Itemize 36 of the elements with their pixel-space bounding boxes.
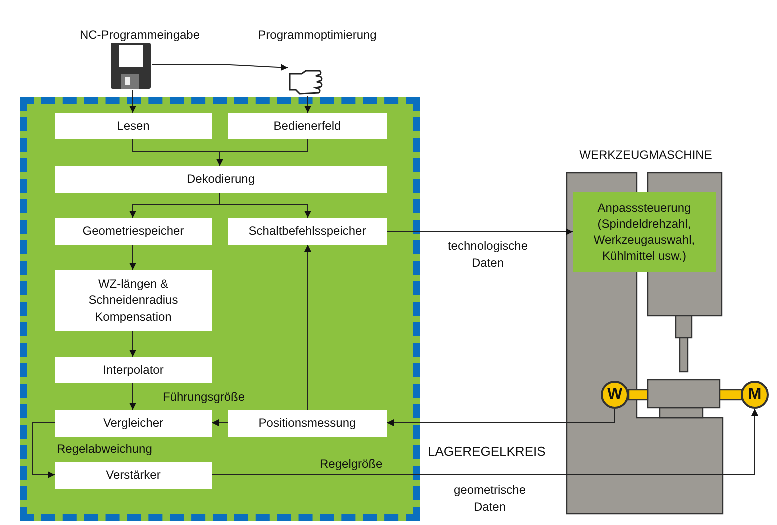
- arrow: [152, 64, 288, 72]
- process-box: Positionsmessung: [228, 410, 387, 437]
- process-box: Verstärker: [55, 462, 212, 489]
- arrow: [304, 96, 312, 114]
- arrow: [216, 138, 308, 166]
- edge-label: technologische Daten: [446, 238, 530, 272]
- edge-label: geometrische Daten: [452, 482, 528, 516]
- arrow: [304, 244, 312, 410]
- control-unit-panel: [20, 97, 420, 521]
- process-box: Vergleicher: [55, 410, 212, 437]
- arrow: [130, 90, 136, 114]
- process-box: Dekodierung: [55, 166, 387, 193]
- sensor-circle: M: [741, 381, 769, 409]
- input-label: Programmoptimierung: [257, 28, 378, 42]
- edge-label: Regelabweichung: [57, 441, 154, 458]
- arrow: [386, 408, 616, 426]
- process-box: Geometriespeicher: [55, 218, 212, 245]
- edge-label: Führungsgröße: [163, 389, 246, 406]
- arrow: [130, 244, 136, 270]
- process-box: Schaltbefehlsspeicher: [228, 218, 387, 245]
- arrow: [130, 382, 136, 410]
- input-label: NC-Programmeingabe: [78, 28, 202, 42]
- arrow: [212, 408, 758, 476]
- control-box: Anpasssteuerung (Spindeldrehzahl, Werkzeugauswahl, Kühlmittel usw.): [573, 192, 716, 272]
- arrow: [220, 192, 312, 218]
- machine-title: WERKZEUGMASCHINE: [578, 148, 714, 162]
- arrow: [32, 422, 56, 478]
- arrow: [130, 330, 136, 358]
- arrow: [212, 420, 228, 426]
- process-box: Bedienerfeld: [228, 113, 387, 139]
- arrow: [386, 228, 574, 236]
- text-label: Regelgröße: [320, 456, 383, 473]
- process-box: Lesen: [55, 113, 212, 139]
- process-box: Interpolator: [55, 357, 212, 383]
- text-label: LAGEREGELKREIS: [428, 443, 546, 461]
- process-box: WZ-längen & Schneidenradius Kompensation: [55, 270, 212, 331]
